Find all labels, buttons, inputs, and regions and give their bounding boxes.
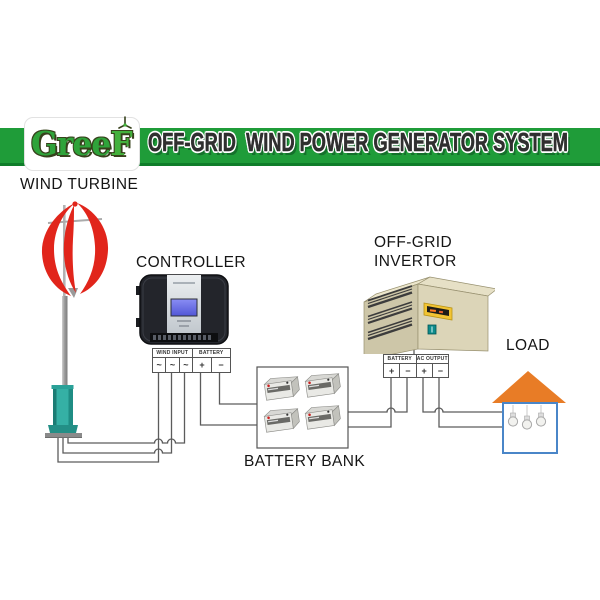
terminal-ac-minus: − bbox=[437, 365, 443, 376]
terminal-inv-battery-minus: − bbox=[400, 364, 417, 377]
load-label: LOAD bbox=[506, 337, 550, 354]
load-house-graphic bbox=[492, 371, 566, 454]
wire-wind-phase3 bbox=[57, 371, 160, 463]
inverter-terminal-group-battery: BATTERY bbox=[384, 355, 417, 364]
battery-bank-graphic bbox=[256, 366, 349, 449]
wire-controller-battery-minus bbox=[218, 371, 257, 405]
wire-ac-output-plus bbox=[422, 376, 504, 413]
wire-inverter-battery-minus bbox=[348, 376, 408, 413]
terminal-ac-plus: + bbox=[417, 364, 433, 377]
terminal-wind-3: ~ bbox=[180, 358, 193, 372]
brand-logo: GreeF bbox=[31, 124, 133, 163]
inverter-front-face bbox=[417, 283, 489, 352]
inverter-graphic bbox=[363, 276, 495, 354]
battery-bank-label: BATTERY BANK bbox=[244, 453, 366, 470]
turbine-blades bbox=[41, 201, 109, 296]
inverter-label-line1: OFF-GRID bbox=[374, 234, 453, 251]
wire-ac-output-minus bbox=[438, 376, 504, 428]
logo-turbine-f: F bbox=[110, 124, 132, 163]
inverter-display-screen bbox=[427, 306, 449, 316]
wire-wind-phase1 bbox=[67, 371, 186, 444]
wind-turbine-label: WIND TURBINE bbox=[20, 176, 139, 193]
logo-prefix: Gree bbox=[31, 124, 111, 163]
light-bulbs bbox=[507, 405, 547, 430]
wire-controller-battery-plus bbox=[199, 371, 257, 426]
controller-mount-tab bbox=[136, 318, 142, 327]
terminal-wind-2: ~ bbox=[166, 358, 180, 372]
terminal-battery-plus: + bbox=[193, 358, 212, 372]
inverter-vent-stripes bbox=[367, 285, 413, 341]
house-roof bbox=[492, 371, 566, 403]
controller-graphic bbox=[136, 274, 229, 345]
inverter-label-line2: INVERTOR bbox=[374, 253, 457, 270]
inverter-terminal-group-ac: AC OUTPUT bbox=[416, 356, 448, 364]
controller-terminal-group-wind: WIND INPUT bbox=[153, 349, 193, 358]
terminal-inv-battery-plus: + bbox=[384, 364, 401, 377]
controller-mount-tab bbox=[136, 286, 142, 295]
controller-label: CONTROLLER bbox=[136, 254, 246, 271]
turbine-pole bbox=[62, 296, 68, 391]
terminal-battery-minus: − bbox=[218, 360, 224, 370]
wire-inverter-battery-plus bbox=[348, 376, 392, 428]
controller-terminal-group-battery: BATTERY bbox=[192, 349, 230, 358]
terminal-wind-1: ~ bbox=[153, 358, 167, 372]
controller-terminal-block: WIND INPUT BATTERY ~ ~ ~ + − bbox=[152, 348, 231, 373]
inverter-terminal-block: BATTERY AC OUTPUT + − + − bbox=[383, 354, 449, 378]
logo-plate bbox=[24, 117, 140, 171]
logo-blade-icon bbox=[118, 116, 132, 129]
wind-turbine-graphic bbox=[41, 201, 109, 438]
controller-lcd bbox=[170, 298, 198, 317]
turbine-base bbox=[45, 385, 82, 438]
page-title: OFF-GRID WIND POWER GENERATOR SYSTEM bbox=[148, 127, 568, 158]
